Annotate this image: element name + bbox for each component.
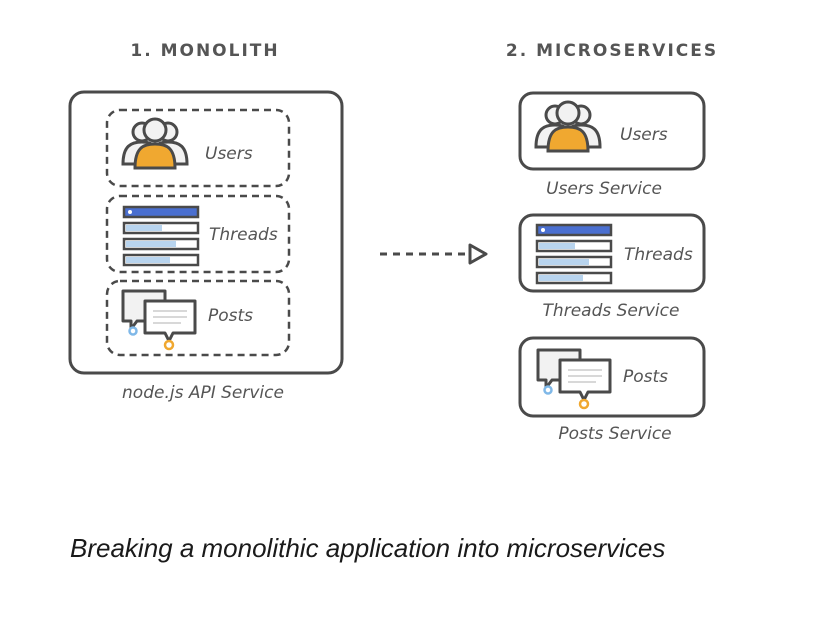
architecture-diagram: 1. MONOLITH 2. MICROSERVICES Users Threa…	[68, 41, 718, 444]
posts-service-box: Posts	[518, 336, 706, 418]
users-service-box: Users	[518, 91, 706, 171]
monolith-threads-module: Threads	[105, 194, 291, 274]
monolith-posts-label: Posts	[208, 306, 253, 326]
monolith-users-label: Users	[205, 144, 253, 164]
users-service-caption: Users Service	[546, 179, 662, 199]
arrow-icon	[380, 243, 488, 265]
monolith-threads-label: Threads	[209, 225, 278, 245]
monolith-service-label: node.js API Service	[122, 383, 284, 403]
monolith-posts-module: Posts	[105, 279, 291, 357]
monolith-heading: 1. MONOLITH	[130, 41, 279, 61]
threads-service-label-inner: Threads	[624, 245, 693, 265]
threads-service-caption: Threads Service	[543, 301, 680, 321]
figure-caption: Breaking a monolithic application into m…	[70, 533, 666, 563]
microservices-heading: 2. MICROSERVICES	[506, 41, 718, 61]
monolith-container: Users Threads Posts	[68, 90, 344, 375]
threads-service-box: Threads	[518, 213, 706, 293]
users-service-label-inner: Users	[620, 125, 668, 145]
posts-service-label-inner: Posts	[623, 367, 668, 387]
posts-service-caption: Posts Service	[558, 424, 671, 444]
monolith-users-module: Users	[105, 108, 291, 188]
